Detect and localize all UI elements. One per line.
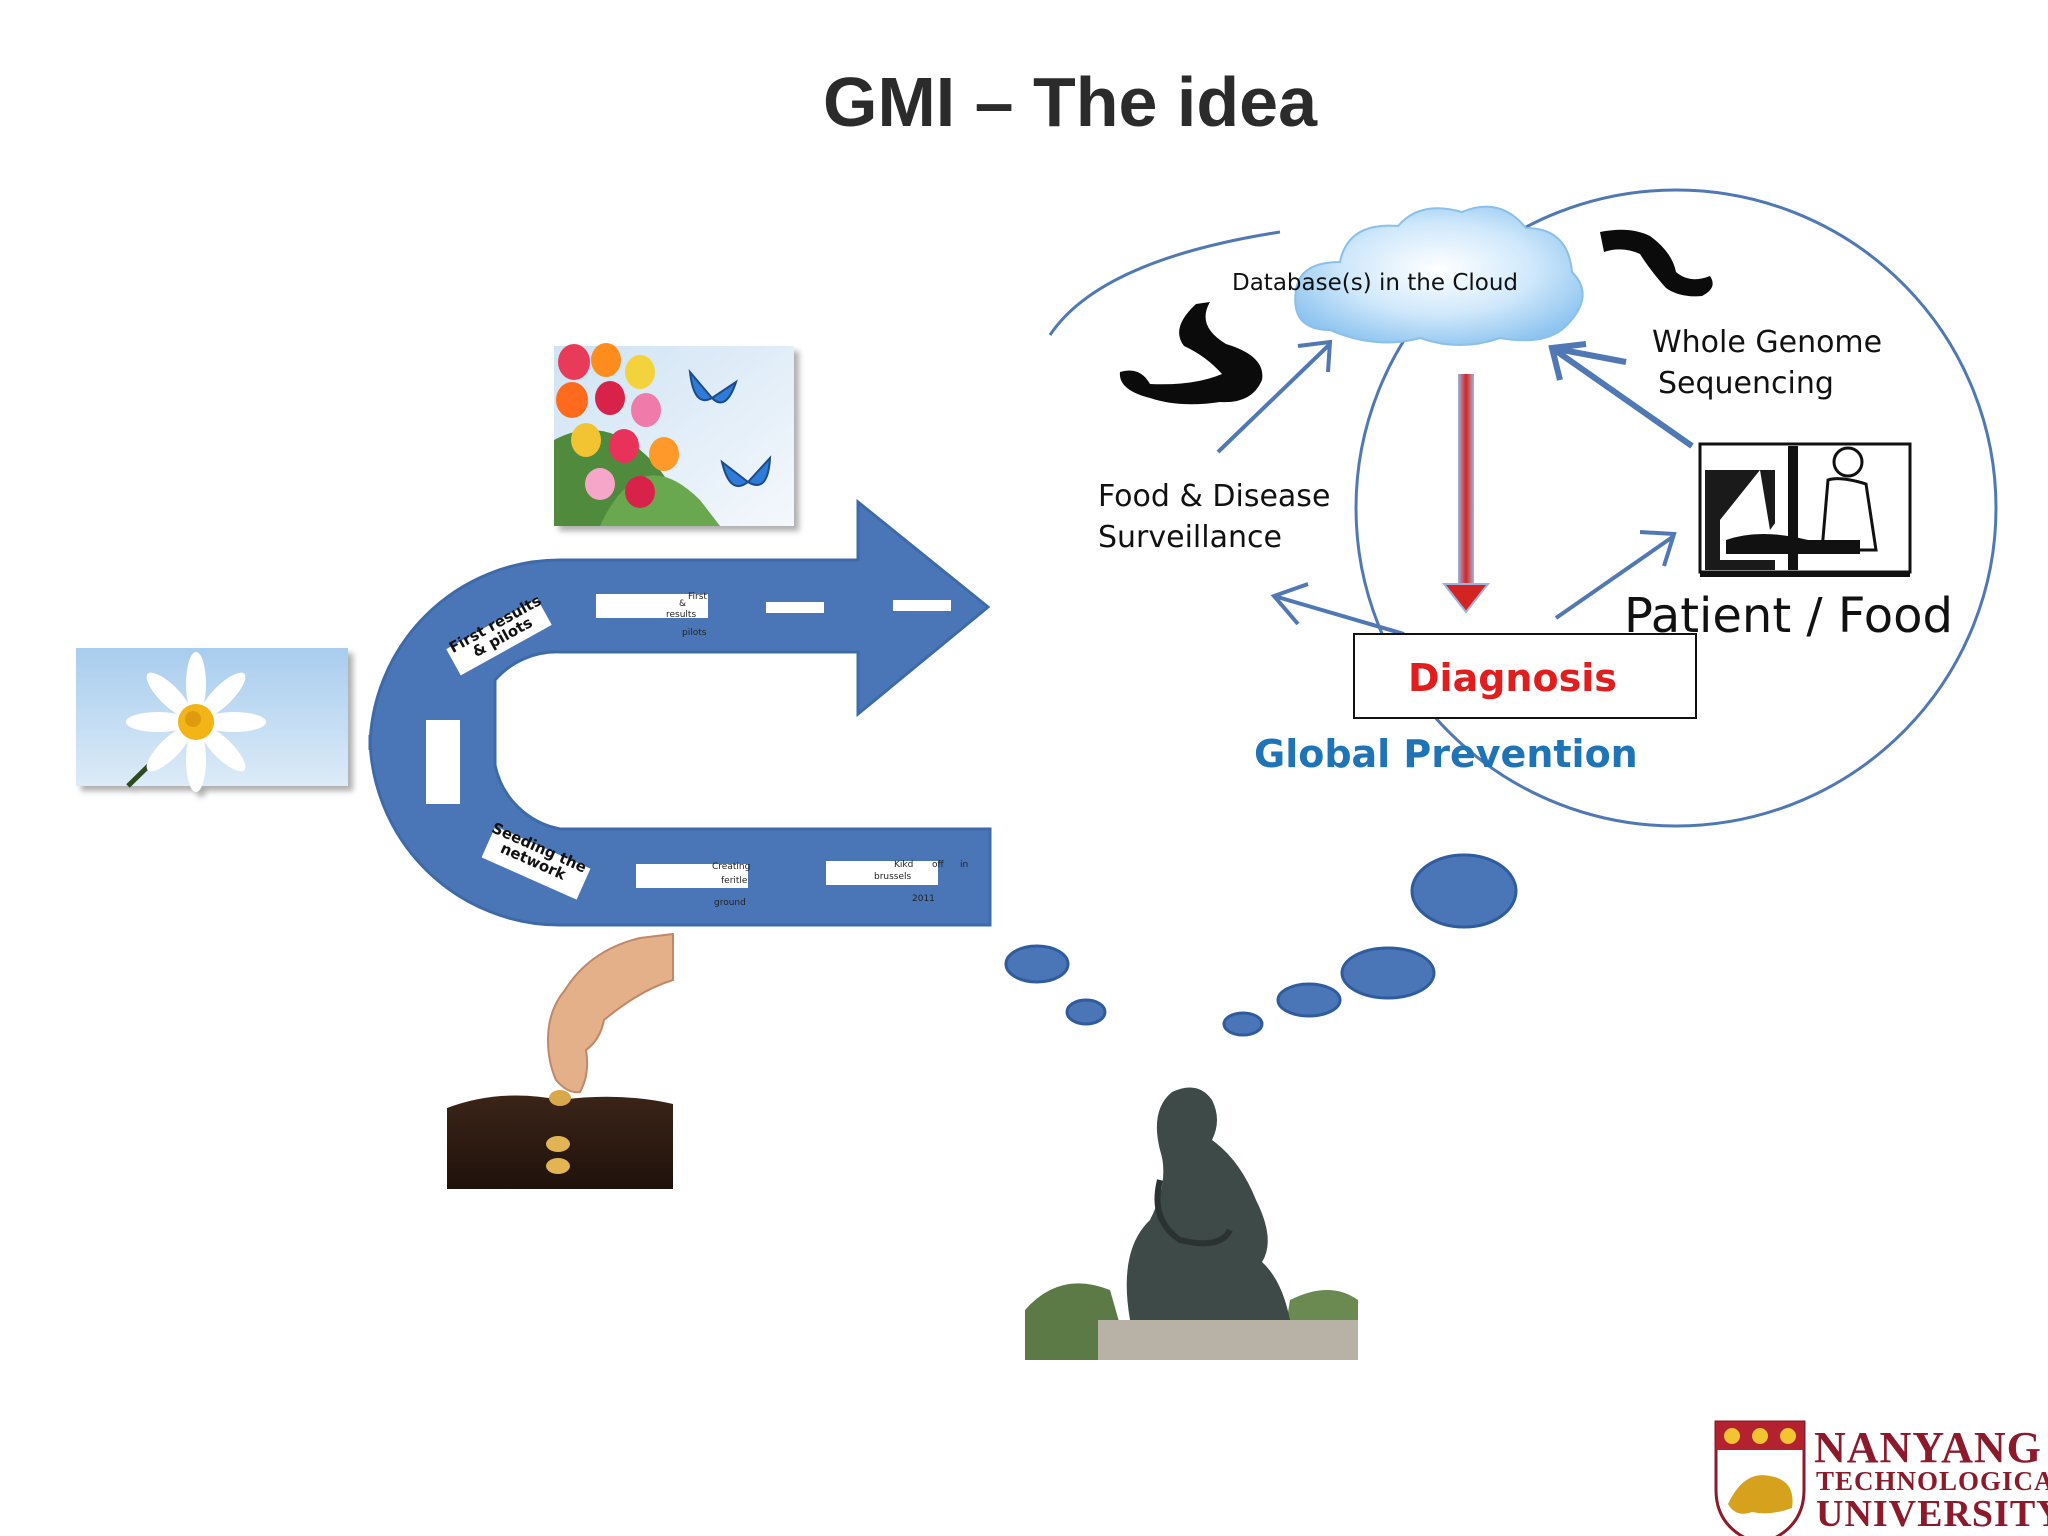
- arrow-wgs-to-cloud: [1550, 345, 1694, 449]
- box-first-results: results: [666, 610, 697, 620]
- arrow-diagnosis-to-surveillance: [1273, 594, 1405, 636]
- red-down-arrow: [1441, 374, 1491, 614]
- ntu-name-line-2: TECHNOLOGICAL: [1816, 1466, 2048, 1496]
- ntu-name-line-1: NANYANG: [1814, 1423, 2042, 1472]
- arrow-head: [1270, 582, 1309, 626]
- cloud-label: Database(s) in the Cloud: [1232, 270, 1519, 296]
- ntu-name-line-3: UNIVERSITY: [1816, 1493, 2048, 1535]
- wgs-line-2: Sequencing: [1658, 366, 1834, 401]
- sign-first-results-bg: [446, 598, 552, 676]
- lane-dash: [766, 602, 824, 613]
- thought-bubble: [1410, 853, 1518, 929]
- thought-bubble: [1276, 982, 1342, 1018]
- daisy-photo: [76, 648, 348, 792]
- arrow-head: [1548, 341, 1587, 381]
- cloud-shape: [1294, 205, 1584, 346]
- road-arrow: [368, 498, 992, 927]
- arrow-head: [1297, 339, 1333, 373]
- cycle-arrows: [1216, 339, 1694, 636]
- thought-bubble: [1004, 944, 1070, 984]
- arrow-head: [1639, 530, 1677, 567]
- box-kikd-off: off: [932, 860, 944, 870]
- dna-strand-left-icon: [1119, 302, 1263, 405]
- ellipse-stroke-detail: [1048, 230, 1281, 336]
- wgs-line-1: Whole Genome: [1652, 325, 1883, 360]
- box-first-pilots: pilots: [682, 628, 707, 638]
- sign-seeding-bg: [481, 826, 591, 900]
- thought-bubble: [1222, 1011, 1264, 1037]
- box-first-amp: &: [679, 599, 687, 609]
- surveillance-line-1: Food & Disease: [1098, 479, 1331, 514]
- box-kikd-brussels: brussels: [874, 872, 912, 882]
- box-creating-feritle: feritle: [721, 876, 748, 886]
- lane-dash: [893, 600, 951, 611]
- dna-strand-right-icon: [1600, 229, 1713, 297]
- surveillance-label: Food & Disease Surveillance: [1098, 476, 1330, 558]
- arrow-surveillance-to-cloud: [1216, 342, 1332, 454]
- box-creating-text: Creating: [712, 862, 751, 872]
- seed-planting-photo: [447, 932, 674, 1189]
- box-creating-ground: ground: [714, 898, 746, 908]
- surveillance-line-2: Surveillance: [1098, 520, 1282, 555]
- ntu-crest-logo: [1714, 1420, 1806, 1536]
- box-kikd-year: 2011: [912, 894, 935, 904]
- first-results-box: [596, 594, 708, 618]
- box-first-text: First: [688, 592, 707, 602]
- box-kikd-in: in: [960, 860, 969, 870]
- thought-bubble: [1340, 946, 1436, 1000]
- box-kikd-text: Kikd: [894, 860, 914, 870]
- tulips-photo: [554, 343, 794, 526]
- patient-lab-illustration: [1698, 442, 1912, 577]
- diagnosis-box: [1353, 633, 1697, 719]
- thinker-statue-photo: [1025, 1087, 1358, 1360]
- lane-dash: [426, 720, 460, 804]
- arrow-wgs-to-cloud-b: [1551, 345, 1627, 365]
- wgs-label: Whole Genome Sequencing: [1652, 322, 1882, 404]
- slide-title: GMI – The idea: [823, 63, 1317, 141]
- diagnosis-label: Diagnosis: [1408, 656, 1617, 700]
- patient-food-label: Patient / Food: [1624, 588, 1953, 644]
- creating-box: [636, 864, 748, 888]
- kikd-box: [826, 861, 938, 885]
- global-prevention-label: Global Prevention: [1254, 732, 1638, 776]
- thought-bubbles: [1004, 853, 1518, 1037]
- arrow-diagnosis-to-patient: [1554, 534, 1676, 620]
- thought-bubble: [1065, 998, 1107, 1026]
